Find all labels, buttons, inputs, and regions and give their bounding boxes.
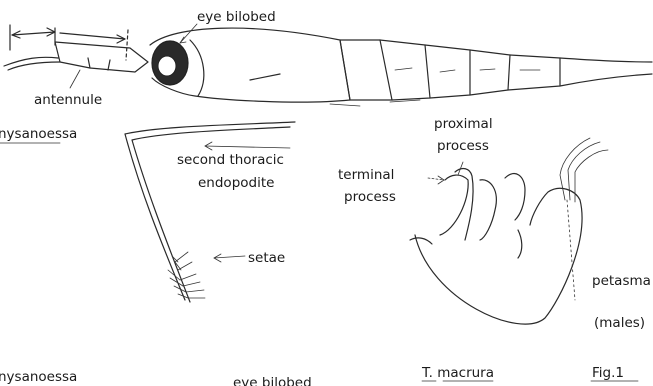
antennule-flagellum-1 — [8, 62, 60, 70]
abdomen-segment-2 — [380, 40, 430, 100]
label-genus-top: nysanoessa — [0, 126, 77, 142]
endopodite-pointer — [205, 146, 290, 148]
label-second-thoracic: second thoracic — [177, 152, 284, 168]
label-figure: Fig.1 — [592, 365, 624, 381]
setae-pointer — [214, 256, 245, 258]
label-setae: setae — [248, 250, 285, 266]
petasma-outline — [415, 188, 582, 324]
carapace-ridge — [190, 40, 204, 96]
petasma-setae — [560, 138, 608, 202]
abdomen-segment-4 — [470, 50, 510, 95]
eye-lobe — [158, 56, 176, 76]
setae-left — [168, 256, 188, 298]
label-terminal: terminal — [338, 167, 394, 183]
dimension-tick-right — [126, 30, 128, 60]
endopodite — [125, 122, 295, 302]
label-terminal-process: process — [344, 189, 396, 205]
antennule-pointer — [70, 70, 80, 88]
petasma-dotted — [567, 200, 575, 300]
abdomen-segment-5 — [508, 55, 560, 90]
segment-marks — [395, 68, 540, 72]
label-petasma: petasma — [592, 273, 651, 289]
label-antennule: antennule — [34, 92, 102, 108]
label-eye-bilobed: eye bilobed — [197, 9, 276, 25]
label-proximal: proximal — [434, 116, 493, 132]
process-4 — [505, 174, 525, 220]
dimension-arrow-1 — [12, 32, 55, 35]
antennule-peduncle — [55, 42, 148, 72]
label-endopodite: endopodite — [198, 175, 274, 191]
process-6 — [410, 238, 432, 244]
label-proximal-process: process — [437, 138, 489, 154]
abdomen-segment-3 — [425, 45, 470, 98]
process-3 — [480, 180, 496, 240]
eye-pointer — [180, 24, 197, 43]
abdomen-tail — [560, 58, 652, 86]
petasma — [410, 138, 608, 324]
dimension-arrow-2 — [60, 33, 125, 39]
label-genus-bottom: nysanoessa — [0, 369, 77, 385]
label-species: T. macrura — [421, 365, 494, 381]
label-eye-bilobed-bottom: eye bilobed — [233, 375, 312, 386]
abdomen-segment-1 — [340, 40, 392, 100]
label-males: (males) — [594, 315, 645, 331]
terminal-process — [440, 175, 468, 235]
process-5 — [518, 230, 522, 258]
carapace-line — [250, 74, 280, 80]
